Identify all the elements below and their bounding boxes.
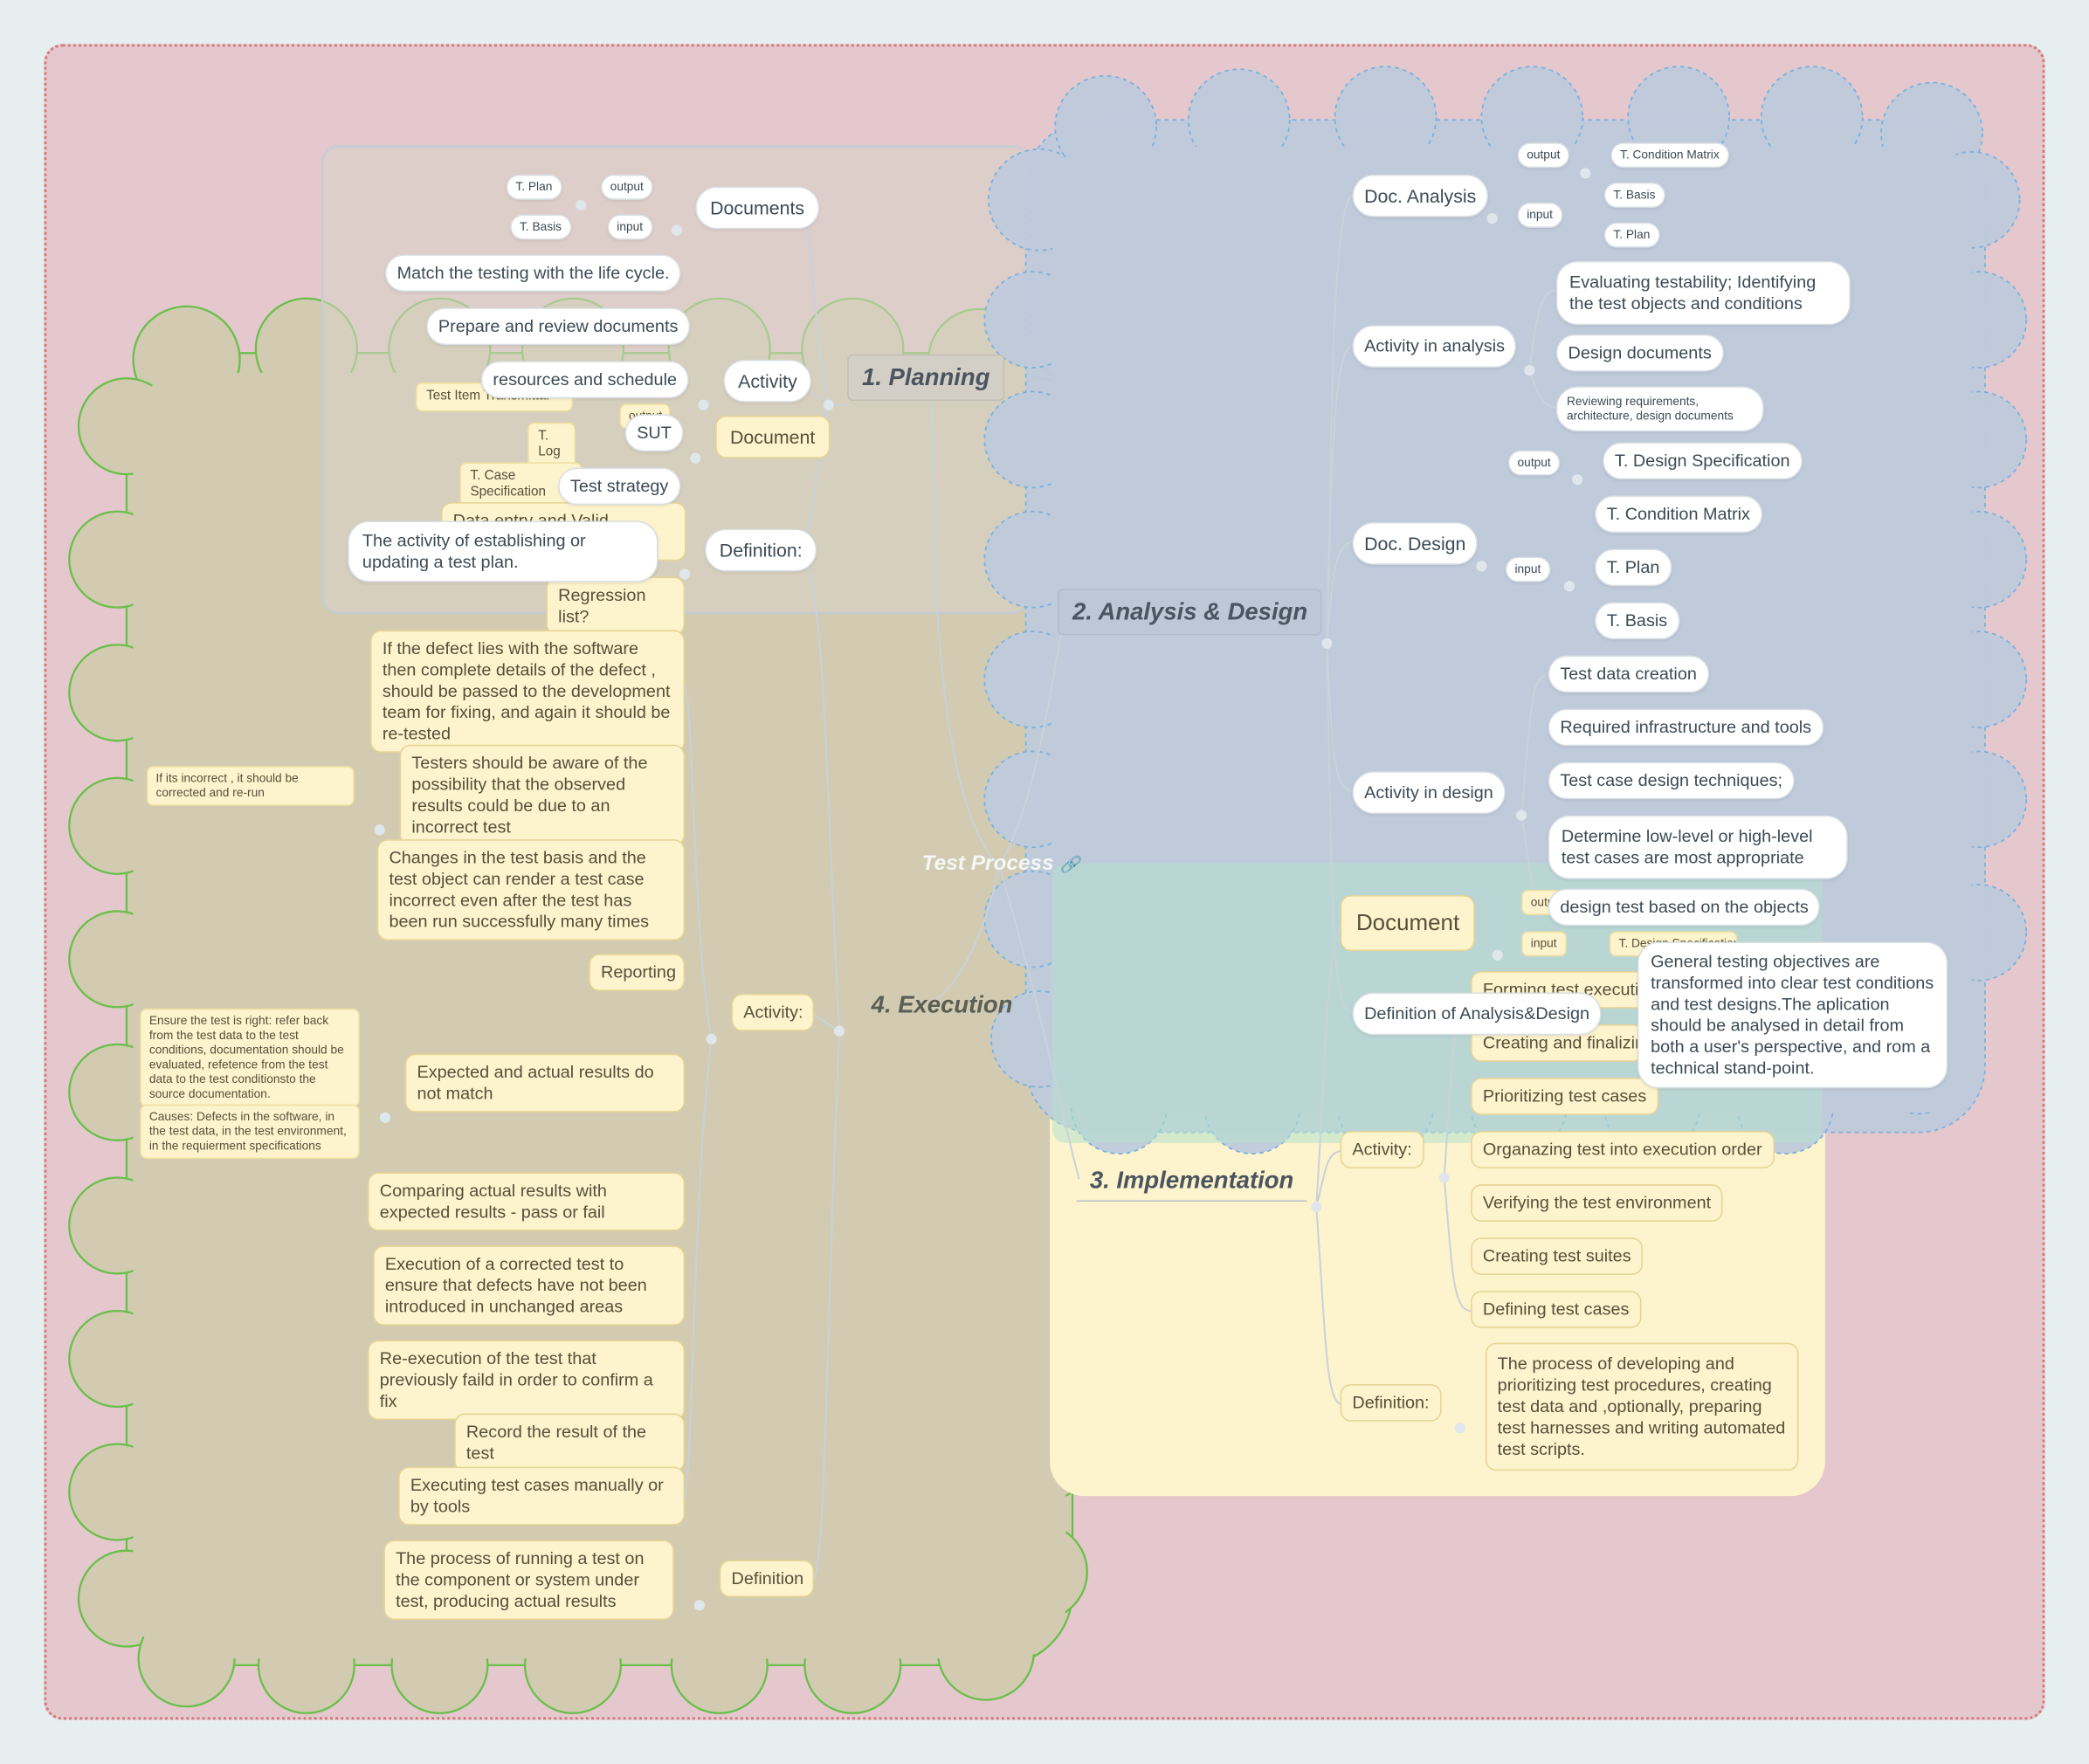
ad-dd-spec[interactable]: T. Design Specification	[1603, 442, 1803, 480]
exec-activity-item[interactable]: Reporting	[589, 954, 686, 991]
exec-note-ensure: Ensure the test is right: refer back fro…	[140, 1008, 360, 1107]
ad-da-input[interactable]: input	[1517, 202, 1562, 228]
ad-ad-item[interactable]: Test data creation	[1548, 655, 1709, 693]
ad-ad-item[interactable]: Required infrastructure and tools	[1548, 708, 1824, 747]
central-topic[interactable]: Test Process 🔗	[922, 852, 1080, 876]
ad-dd-plan[interactable]: T. Plan	[1595, 548, 1672, 587]
impl-activity-label[interactable]: Activity:	[1340, 1131, 1424, 1168]
plan-activity-item[interactable]: SUT	[624, 414, 684, 452]
ad-dd-output[interactable]: output	[1507, 450, 1561, 476]
impl-activity-item[interactable]: Organazing test into execution order	[1471, 1131, 1775, 1168]
ad-da-output[interactable]: output	[1517, 142, 1570, 169]
impl-definition-label[interactable]: Definition:	[1340, 1383, 1442, 1422]
plan-definition-text: The activity of establishing or updating…	[348, 520, 658, 582]
exec-activity-item[interactable]: Re-execution of the test that previously…	[368, 1340, 686, 1421]
analysis-topic[interactable]: 2. Analysis & Design	[1058, 589, 1322, 636]
ad-ad-item[interactable]: design test based on the objects	[1548, 888, 1821, 927]
exec-activity-item[interactable]: Changes in the test basis and the test o…	[376, 839, 686, 941]
ad-definition-text: General testing objectives are transform…	[1637, 941, 1948, 1089]
exec-activity-item[interactable]: If the defect lies with the software the…	[370, 630, 686, 753]
exec-activity-item[interactable]: Testers should be aware of the possibili…	[399, 744, 686, 846]
implementation-topic[interactable]: 3. Implementation	[1076, 1161, 1307, 1202]
ad-definition-label[interactable]: Definition of Analysis&Design	[1352, 992, 1602, 1036]
plan-definition-label[interactable]: Definition:	[704, 528, 817, 572]
plan-activity-item[interactable]: Prepare and review documents	[426, 307, 691, 346]
exec-activity-item[interactable]: Comparing actual results with expected r…	[368, 1172, 686, 1231]
impl-activity-item[interactable]: Creating test suites	[1471, 1237, 1644, 1275]
exec-note-causes: Causes: Defects in the software, in the …	[140, 1104, 360, 1160]
ad-dd-input[interactable]: input	[1505, 556, 1550, 582]
ad-doc-analysis[interactable]: Doc. Analysis	[1352, 174, 1489, 217]
impl-document[interactable]: Document	[1340, 895, 1476, 952]
exec-activity-label[interactable]: Activity:	[731, 994, 815, 1031]
ad-da-basis[interactable]: T. Basis	[1603, 182, 1665, 208]
impl-activity-item[interactable]: Prioritizing test cases	[1471, 1078, 1658, 1115]
execution-topic[interactable]: 4. Execution	[871, 990, 1013, 1018]
plan-activity-item[interactable]: Match the testing with the life cycle.	[384, 254, 682, 293]
plan-activity-item[interactable]: resources and schedule	[480, 361, 689, 399]
plan-doc-output[interactable]: output	[601, 174, 653, 200]
exec-activity-item[interactable]: Record the result of the test	[454, 1413, 686, 1472]
plan-doc-input[interactable]: input	[607, 214, 652, 240]
ad-activity-analysis[interactable]: Activity in analysis	[1352, 325, 1517, 369]
exec-definition-label[interactable]: Definition	[719, 1560, 815, 1598]
exec-doc-item[interactable]: Regression list?	[546, 576, 686, 636]
connector-dots	[374, 168, 1591, 1611]
ad-da-condition-matrix[interactable]: T. Condition Matrix	[1610, 142, 1729, 169]
ad-aa-item[interactable]: Design documents	[1555, 334, 1724, 372]
impl-activity-item[interactable]: Creating and finalizing	[1471, 1024, 1644, 1062]
exec-note-incorrect: If its incorrect , it should be correcte…	[146, 766, 355, 806]
ad-activity-design[interactable]: Activity in design	[1352, 771, 1506, 815]
exec-activity-item[interactable]: Execution of a corrected test to ensure …	[373, 1245, 686, 1326]
plan-documents[interactable]: Documents	[695, 186, 819, 230]
ad-aa-item[interactable]: Evaluating testability; Identifying the …	[1555, 260, 1851, 326]
impl-definition-text: The process of developing and prioritizi…	[1485, 1342, 1799, 1471]
exec-doc-item[interactable]: T. Log	[527, 422, 576, 468]
planning-topic[interactable]: 1. Planning	[847, 354, 1005, 402]
exec-activity-item[interactable]: Expected and actual results do not match	[404, 1053, 686, 1113]
ad-dd-matrix[interactable]: T. Condition Matrix	[1595, 495, 1762, 534]
link-icon: 🔗	[1059, 855, 1080, 874]
central-topic-label: Test Process	[921, 852, 1054, 876]
ad-aa-item[interactable]: Reviewing requirements, architecture, de…	[1555, 386, 1764, 432]
ad-ad-item[interactable]: Test case design techniques;	[1548, 761, 1795, 800]
impl-doc-input[interactable]: input	[1521, 931, 1567, 957]
impl-activity-item[interactable]: Defining test cases	[1471, 1291, 1642, 1328]
ad-doc-design[interactable]: Doc. Design	[1352, 521, 1479, 565]
ad-da-plan[interactable]: T. Plan	[1603, 222, 1660, 248]
plan-activity-label[interactable]: Activity	[723, 359, 812, 403]
exec-definition-text: The process of running a test on the com…	[383, 1540, 674, 1621]
impl-activity-item[interactable]: Verifying the test environment	[1471, 1184, 1723, 1222]
ad-ad-item[interactable]: Determine low-level or high-level test c…	[1548, 815, 1848, 879]
ad-dd-basis[interactable]: T. Basis	[1595, 602, 1679, 640]
plan-document-label[interactable]: Document	[715, 415, 831, 458]
exec-activity-item[interactable]: Executing test cases manually or by tool…	[398, 1466, 686, 1526]
plan-t-basis[interactable]: T. Basis	[510, 214, 571, 240]
plan-activity-item[interactable]: Test strategy	[558, 467, 681, 506]
plan-t-plan[interactable]: T. Plan	[506, 174, 562, 200]
